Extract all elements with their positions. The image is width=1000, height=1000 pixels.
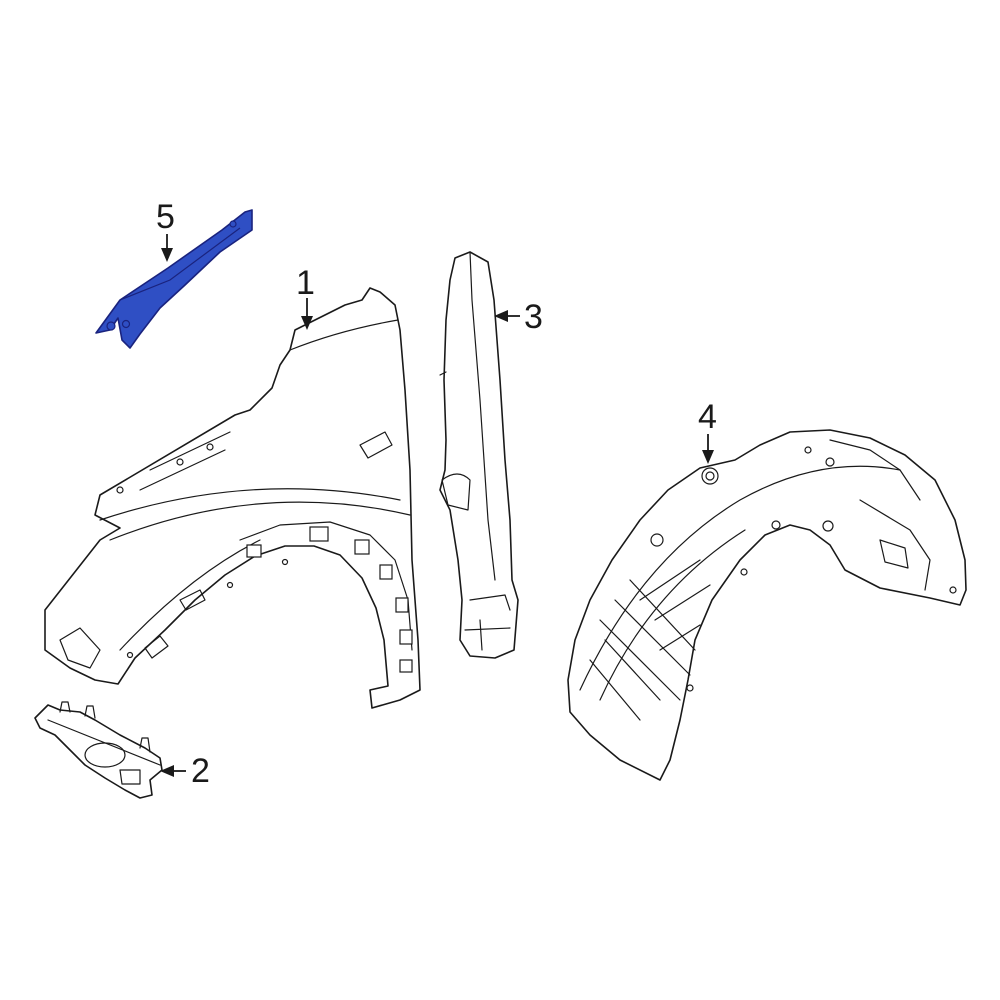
callout-5: 5 [156, 198, 175, 262]
callout-label-4: 4 [698, 398, 717, 436]
part-5-highlighted-bracket[interactable] [95, 209, 253, 349]
callout-label-5: 5 [156, 198, 175, 236]
part-1-fender[interactable] [44, 287, 421, 709]
callout-label-1: 1 [296, 264, 315, 302]
callout-2: 2 [160, 752, 210, 790]
callout-3: 3 [494, 298, 543, 336]
part-4-fender-liner[interactable] [567, 429, 967, 781]
callout-label-2: 2 [191, 752, 210, 790]
callout-1: 1 [296, 264, 315, 330]
part-2-bracket[interactable] [34, 701, 163, 799]
callout-4: 4 [698, 398, 717, 464]
callout-label-3: 3 [524, 298, 543, 336]
part-3-insulator[interactable] [439, 251, 519, 659]
